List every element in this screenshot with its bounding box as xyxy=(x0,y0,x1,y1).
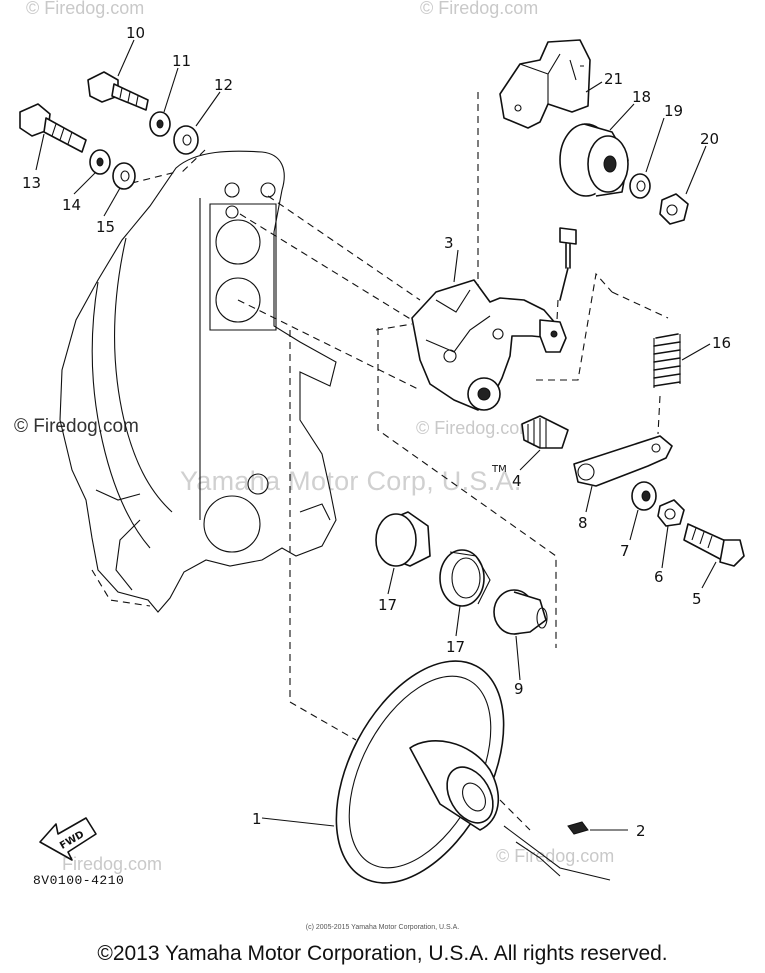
watermark-left: © Firedog.com xyxy=(14,416,139,437)
callout-17a: 17 xyxy=(378,596,397,614)
part-9-cap xyxy=(493,589,548,635)
part-21-bracket xyxy=(499,39,591,129)
callout-16: 16 xyxy=(712,334,731,352)
callout-20: 20 xyxy=(700,130,719,148)
watermark-top-right: © Firedog.com xyxy=(420,0,539,18)
watermark-top-left: © Firedog.com xyxy=(26,0,145,18)
part-4-adjuster xyxy=(521,415,569,449)
part-14-lockwasher xyxy=(89,149,111,175)
part-11-lockwasher xyxy=(149,111,171,137)
cable-rod xyxy=(559,227,577,301)
callout-2: 2 xyxy=(636,822,646,840)
part-16-spring xyxy=(653,333,681,388)
part-number: 8V0100-4210 xyxy=(33,873,125,888)
callout-14: 14 xyxy=(62,196,81,214)
part-6-nut xyxy=(657,499,685,527)
callout-numbers: 10 11 12 13 14 15 21 18 19 20 3 16 TM 4 … xyxy=(22,24,731,840)
callout-1: 1 xyxy=(252,810,262,828)
part-17-bushing-b xyxy=(439,549,491,607)
part-12-washer xyxy=(173,125,199,155)
callout-8: 8 xyxy=(578,514,588,532)
callout-9: 9 xyxy=(514,680,524,698)
part-17-bushing-a xyxy=(375,511,431,567)
callout-10: 10 xyxy=(126,24,145,42)
leader-lines xyxy=(35,39,717,831)
watermark-mid: © Firedog.com xyxy=(416,418,535,438)
callout-15: 15 xyxy=(96,218,115,236)
forward-arrow-icon: FWD xyxy=(39,817,97,861)
part-19-washer xyxy=(629,173,651,199)
watermark-lower-left: Firedog.com xyxy=(62,854,163,874)
part-5-bolt xyxy=(683,523,745,567)
part-20-nut xyxy=(659,193,689,225)
part-7-washer xyxy=(631,481,657,511)
callout-12: 12 xyxy=(214,76,233,94)
part-8-lever xyxy=(573,435,673,487)
part-10-bolt xyxy=(87,71,149,111)
part-15-washer xyxy=(112,162,136,190)
part-13-bolt xyxy=(19,103,87,153)
housing-frame xyxy=(59,150,337,613)
callout-3: 3 xyxy=(444,234,454,252)
copyright-main: ©2013 Yamaha Motor Corporation, U.S.A. A… xyxy=(97,942,668,965)
callout-5: 5 xyxy=(692,590,702,608)
callout-6: 6 xyxy=(654,568,664,586)
callout-11: 11 xyxy=(172,52,191,70)
callout-21: 21 xyxy=(604,70,623,88)
callout-18: 18 xyxy=(632,88,651,106)
part-2-key xyxy=(567,821,589,835)
callout-13: 13 xyxy=(22,174,41,192)
callout-19: 19 xyxy=(664,102,683,120)
callout-17b: 17 xyxy=(446,638,465,656)
part-3-bracket xyxy=(411,279,567,411)
callout-4: 4 xyxy=(512,472,522,490)
copyright-small: (c) 2005-2015 Yamaha Motor Corporation, … xyxy=(305,924,460,931)
callout-7: 7 xyxy=(620,542,630,560)
tm-mark: TM xyxy=(491,464,507,475)
watermark-lower-right: © Firedog.com xyxy=(496,846,615,866)
part-1-sheave xyxy=(335,660,611,884)
part-18-roller xyxy=(559,123,629,197)
